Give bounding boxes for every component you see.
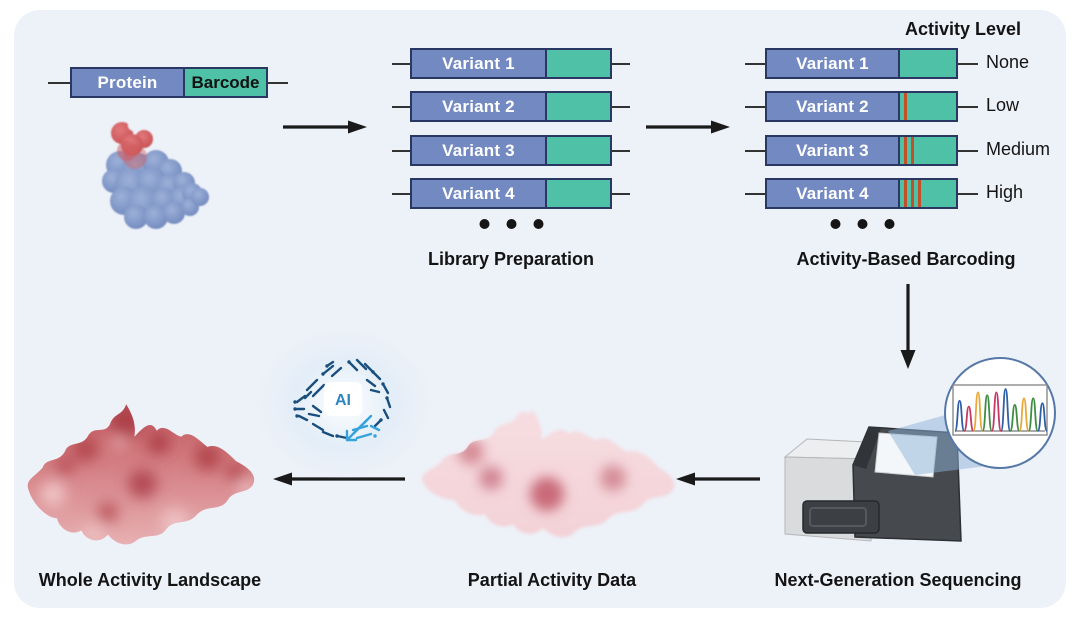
- flow-arrow-left-1-icon: [676, 471, 760, 492]
- ellipsis-dot: [857, 219, 867, 229]
- barcode-segment: [898, 178, 958, 209]
- flow-arrow-down-icon: [899, 284, 917, 374]
- ellipsis-dot: [479, 219, 489, 229]
- activity-stripe: [904, 93, 907, 120]
- barcode-segment: [898, 48, 958, 79]
- ai-brain-icon: AI: [293, 358, 392, 442]
- barcode-segment: [898, 91, 958, 122]
- barcode-segment: [545, 48, 612, 79]
- activity-stripe: [904, 180, 907, 207]
- dna-line-left: [48, 81, 70, 84]
- activity-stripe: [918, 180, 921, 207]
- partial-landscape-illustration: [422, 410, 675, 538]
- variant-label: Variant 2: [796, 96, 869, 116]
- barcoded-variant-row: Variant 1: [745, 48, 978, 79]
- ellipsis-dot: [533, 219, 543, 229]
- ai-chip: [324, 382, 362, 416]
- flow-arrow-right-2-icon: [646, 119, 730, 140]
- variant-label: Variant 4: [796, 183, 869, 203]
- barcode-label: Barcode: [191, 72, 260, 92]
- ai-label: AI: [335, 392, 351, 409]
- library-ellipsis-dots: [471, 219, 552, 229]
- activity-stripe: [911, 180, 914, 207]
- ellipsis-dot: [830, 219, 840, 229]
- library-variant-row: Variant 4: [392, 178, 630, 209]
- barcoded-variant-row: Variant 2: [745, 91, 978, 122]
- barcode-segment: [545, 91, 612, 122]
- protein-illustration: [102, 119, 209, 229]
- ngs-caption: Next-Generation Sequencing: [774, 570, 1022, 590]
- variant-label: Variant 3: [442, 140, 515, 160]
- variant-label: Variant 4: [442, 183, 515, 203]
- variant-label: Variant 3: [796, 140, 869, 160]
- library-variant-row: Variant 1: [392, 48, 630, 79]
- ellipsis-dot: [884, 219, 894, 229]
- whole-landscape-illustration: [27, 404, 255, 545]
- ellipsis-dot: [506, 219, 516, 229]
- whole-caption: Whole Activity Landscape: [38, 570, 262, 590]
- barcoding-ellipsis-dots: [822, 219, 903, 229]
- protein-barcode-construct: Protein Barcode: [48, 67, 288, 98]
- dna-line-right: [268, 81, 288, 84]
- protein-box: Protein: [70, 67, 183, 98]
- library-caption: Library Preparation: [427, 249, 595, 269]
- activity-stripe: [911, 137, 914, 164]
- variant-label: Variant 1: [442, 53, 515, 73]
- partial-caption: Partial Activity Data: [467, 570, 637, 590]
- variant-label: Variant 1: [796, 53, 869, 73]
- barcoded-variant-row: Variant 3: [745, 135, 978, 166]
- activity-level-low: Low: [986, 95, 1020, 115]
- barcode-segment: [545, 135, 612, 166]
- chromatogram-peaks: [954, 388, 1048, 432]
- barcode-segment: [545, 178, 612, 209]
- barcode-box: Barcode: [183, 67, 268, 98]
- protein-label: Protein: [97, 72, 158, 92]
- sequencer-machine: [783, 426, 962, 542]
- ngs-illustration: [783, 357, 1056, 542]
- activity-stripe: [904, 137, 907, 164]
- sequencer-tray: [802, 500, 880, 534]
- activity-level-none: None: [986, 52, 1030, 72]
- variant-label: Variant 2: [442, 96, 515, 116]
- activity-level-header: Activity Level: [904, 19, 1022, 39]
- activity-level-medium: Medium: [986, 139, 1051, 159]
- flow-arrow-right-1-icon: [283, 119, 367, 140]
- chromatogram-inset: [944, 357, 1056, 469]
- barcoding-caption: Activity-Based Barcoding: [796, 249, 1016, 269]
- barcode-segment: [898, 135, 958, 166]
- library-variant-row: Variant 3: [392, 135, 630, 166]
- library-variant-row: Variant 2: [392, 91, 630, 122]
- activity-level-high: High: [986, 182, 1024, 202]
- barcoded-variant-row: Variant 4: [745, 178, 978, 209]
